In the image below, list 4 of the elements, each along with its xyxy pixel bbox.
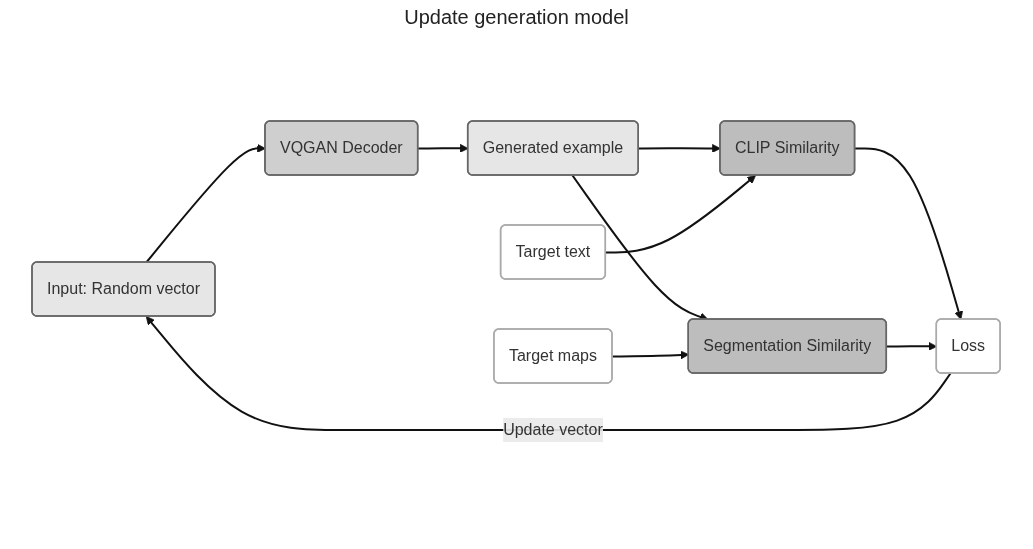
arrow (146, 315, 952, 431)
arrow (605, 174, 757, 253)
edge-label: Update vector (503, 420, 604, 438)
annotation-text: Update generation model (403, 6, 630, 29)
